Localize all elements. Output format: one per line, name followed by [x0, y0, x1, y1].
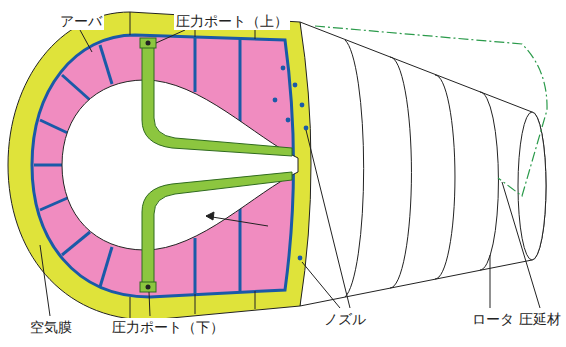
bore — [62, 80, 298, 250]
part-label: ノズル — [322, 310, 368, 328]
part-label: 圧力ポート（下） — [110, 318, 226, 336]
air-film — [8, 12, 311, 320]
rotor — [300, 22, 546, 306]
pressure-ports — [140, 38, 292, 292]
part-label: ロータ — [470, 310, 516, 328]
part-label: 圧力ポート（上） — [174, 12, 290, 30]
leader-lines — [40, 30, 540, 316]
part-label: 圧延材 — [517, 310, 563, 328]
nozzles — [273, 66, 309, 261]
part-label: 空気膜 — [28, 318, 74, 336]
part-label: アーバ — [58, 12, 104, 30]
strip-outline — [315, 26, 547, 196]
